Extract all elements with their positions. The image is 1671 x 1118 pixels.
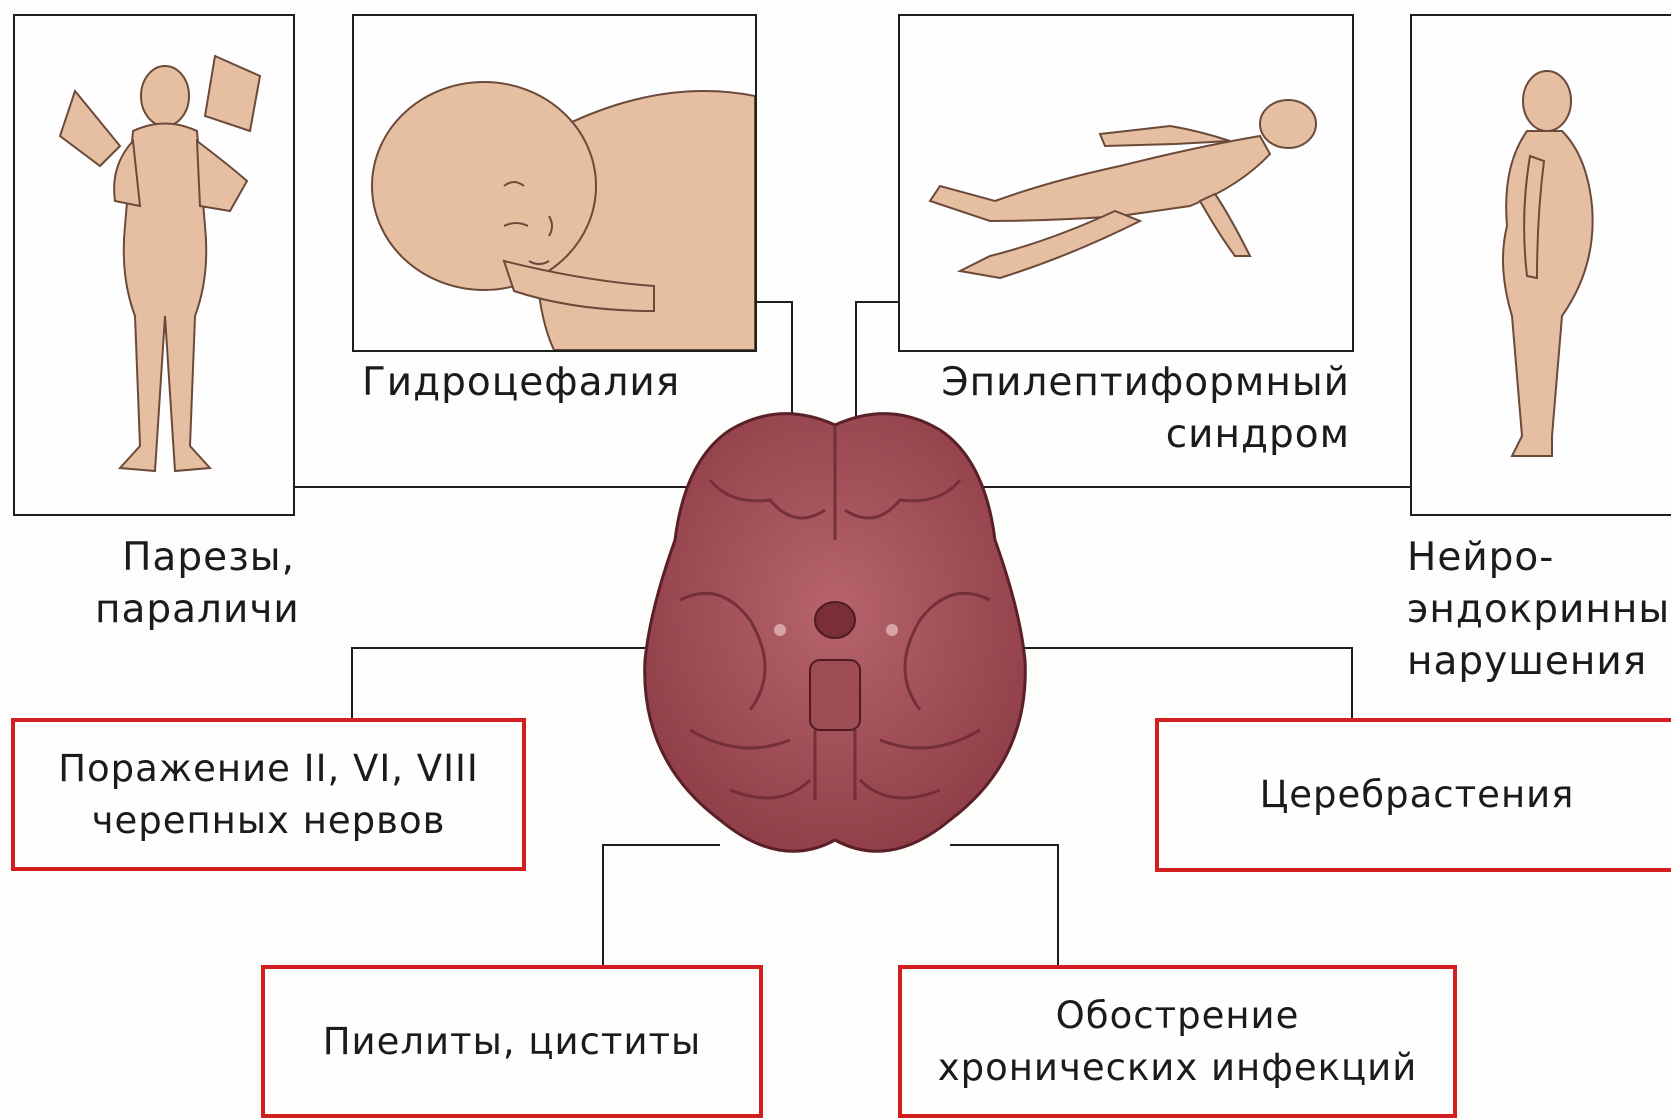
brain-base-view-icon xyxy=(630,400,1040,870)
infant-head-figure-icon xyxy=(354,16,755,350)
box-pyelitis: Пиелиты, циститы xyxy=(261,965,763,1118)
caption-paresis: Парезы, параличи xyxy=(95,532,295,636)
panel-paresis xyxy=(13,14,295,516)
standing-girl-figure-icon xyxy=(15,16,293,514)
lying-child-figure-icon xyxy=(900,16,1352,350)
box-cranial-nerves: Поражение II, VI, VIII черепных нервов xyxy=(11,718,526,871)
panel-epilepsy xyxy=(898,14,1354,352)
box-cerebrasthenia: Церебрастения xyxy=(1155,718,1671,872)
obese-person-figure-icon xyxy=(1412,16,1671,514)
box-chronic-infections: Обострение хронических инфекций xyxy=(898,965,1457,1118)
panel-neuroendocrine xyxy=(1410,14,1671,516)
panel-hydrocephalus xyxy=(352,14,757,352)
caption-neuroendocrine: Нейро- эндокринные нарушения xyxy=(1407,532,1671,688)
